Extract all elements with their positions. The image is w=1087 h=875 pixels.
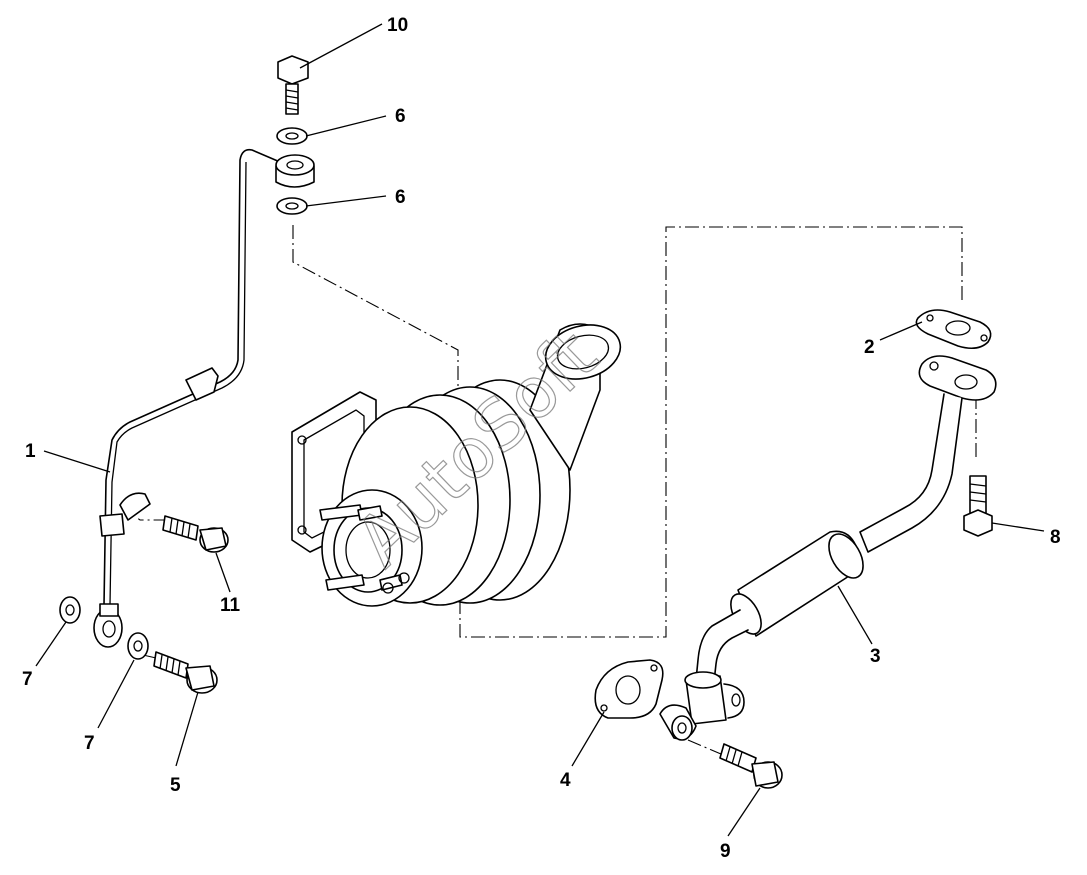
washer-7-left	[59, 596, 81, 624]
callout-5: 5	[170, 775, 181, 796]
callout-6-upper: 6	[395, 106, 406, 127]
washer-6-upper	[276, 127, 308, 145]
bolt-11	[162, 515, 229, 553]
oil-drain-pipe	[659, 355, 997, 741]
washer-6-lower	[276, 197, 308, 215]
callout-9: 9	[720, 841, 731, 862]
banjo-fitting-top	[275, 154, 315, 188]
callout-6-lower: 6	[395, 187, 406, 208]
callout-10: 10	[387, 15, 408, 36]
callout-1: 1	[25, 441, 36, 462]
callout-11: 11	[220, 595, 241, 616]
callout-3: 3	[870, 646, 881, 667]
callout-7-right: 7	[84, 733, 95, 754]
callout-2: 2	[864, 337, 875, 358]
callout-4: 4	[560, 770, 571, 791]
bolt-10	[277, 55, 309, 115]
callout-7-left: 7	[22, 669, 33, 690]
callout-8: 8	[1050, 527, 1061, 548]
bolt-5	[153, 651, 218, 694]
washer-7-right	[127, 632, 149, 660]
bolt-8	[963, 475, 993, 537]
turbocharger	[291, 323, 622, 607]
leader-lines	[35, 23, 1045, 837]
gasket-2	[915, 309, 992, 350]
gasket-4	[594, 659, 664, 719]
oil-feed-pipe	[93, 148, 281, 648]
bolt-9	[719, 743, 783, 789]
